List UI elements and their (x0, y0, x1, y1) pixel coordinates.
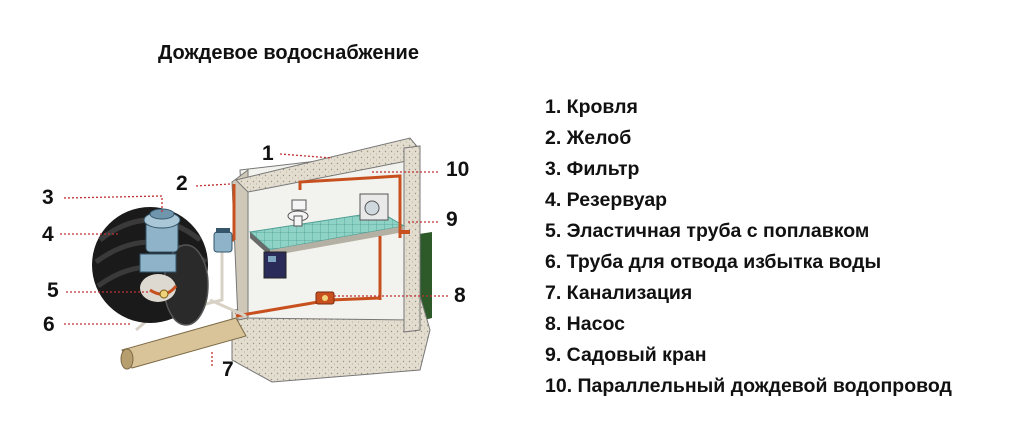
callout-lines (60, 153, 448, 366)
parallel-supply-pipe (298, 174, 402, 238)
callout-line-2 (195, 183, 231, 187)
legend-item-overflow-pipe: 6. Труба для отвода избытка воды (545, 251, 882, 273)
house-side-wall (231, 169, 249, 321)
callout-number-9: 9 (446, 208, 458, 231)
legend-item-sewer: 7. Канализация (545, 282, 693, 304)
legend-list: 1. Кровля 2. Желоб 3. Фильтр 4. Резервуа… (545, 92, 952, 402)
legend-item-roof: 1. Кровля (545, 96, 638, 118)
callout-number-1: 1 (262, 142, 274, 165)
legend-item-gutter: 2. Желоб (545, 127, 632, 149)
filter-unit (213, 228, 233, 253)
upper-floor-edge (250, 232, 270, 256)
callout-number-6: 6 (43, 313, 55, 336)
callout-number-2: 2 (176, 172, 188, 195)
toilet (287, 199, 309, 227)
rainwater-system-illustration (60, 137, 448, 383)
callout-number-3: 3 (42, 186, 54, 209)
control-box (263, 251, 287, 279)
house-right-wall (403, 145, 421, 333)
legend-item-pump: 8. Насос (545, 313, 625, 335)
legend-item-tank: 4. Резервуар (545, 189, 668, 211)
tank-filter (139, 208, 181, 273)
legend-item-filter: 3. Фильтр (545, 158, 640, 180)
diagram-title: Дождевое водоснабжение (158, 42, 419, 64)
pump (315, 291, 335, 305)
washing-machine (359, 193, 389, 221)
legend-item-parallel-supply: 10. Параллельный дождевой водопровод (545, 375, 952, 397)
callout-number-8: 8 (454, 284, 466, 307)
sewer-pipe (120, 317, 247, 370)
legend-item-garden-tap: 9. Садовый кран (545, 344, 707, 366)
callout-line-1 (279, 153, 333, 159)
legend-item-float-pipe: 5. Эластичная труба с поплавком (545, 220, 870, 242)
callout-number-4: 4 (42, 223, 54, 246)
callout-number-5: 5 (47, 279, 59, 302)
tank-to-house-pipe (209, 298, 247, 318)
callout-number-10: 10 (446, 158, 470, 181)
callout-line-3 (63, 195, 163, 212)
callout-number-7: 7 (222, 358, 234, 381)
